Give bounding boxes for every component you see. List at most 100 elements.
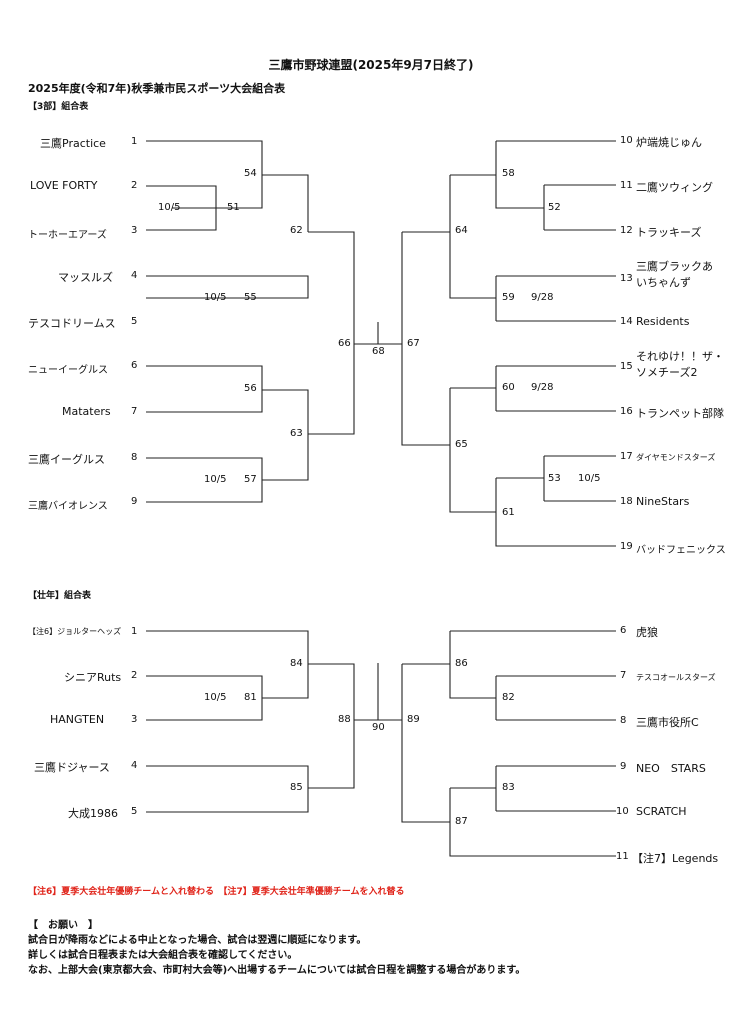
- final-match-number: 68: [372, 346, 385, 357]
- match-number: 59: [502, 292, 515, 303]
- match-number: 83: [502, 782, 515, 793]
- team-name: テスコオールスターズ: [636, 673, 716, 682]
- request-heading: 【 お願い 】: [28, 920, 98, 931]
- team-number: 8: [131, 452, 138, 463]
- team-number: 4: [131, 760, 138, 771]
- match-number: 85: [290, 782, 303, 793]
- team-name: 三鷹市役所C: [636, 716, 699, 729]
- page-title: 三鷹市野球連盟(2025年9月7日終了): [268, 58, 474, 72]
- team-name: Mataters: [62, 405, 111, 418]
- team-name: それゆけ！！ザ・ソメチーズ2: [636, 350, 724, 379]
- team-name: SCRATCH: [636, 805, 687, 818]
- team-number: 18: [620, 496, 633, 507]
- bracket-notes: 【注6】夏季大会壮年優勝チームと入れ替わる 【注7】夏季大会壮年準優勝チームを入…: [28, 887, 405, 897]
- team-name: トランペット部隊: [636, 407, 724, 420]
- team-number: 17: [620, 451, 633, 462]
- match-number: 61: [502, 507, 515, 518]
- match-number: 52: [548, 202, 561, 213]
- team-number: 2: [131, 180, 138, 191]
- division3-label: 【3部】組合表: [28, 102, 89, 112]
- team-name: LOVE FORTY: [30, 179, 98, 192]
- masters-label: 【壮年】組合表: [28, 591, 92, 601]
- match-number: 57: [244, 474, 257, 485]
- match-date: 10/5: [204, 292, 227, 303]
- team-name: ニューイーグルス: [28, 365, 108, 376]
- match-number: 88: [338, 714, 351, 725]
- request-line: 詳しくは試合日程表または大会組合表を確認してください。: [28, 950, 298, 961]
- team-number: 1: [131, 136, 138, 147]
- team-number: 10: [620, 135, 633, 146]
- match-date: 10/5: [204, 692, 227, 703]
- match-number: 54: [244, 168, 257, 179]
- team-name: 三鷹Practice: [40, 137, 106, 150]
- match-number: 58: [502, 168, 515, 179]
- team-name: NineStars: [636, 495, 690, 508]
- team-number: 6: [131, 360, 138, 371]
- team-name: ダイヤモンドスターズ: [636, 453, 716, 462]
- team-number: 5: [131, 316, 138, 327]
- team-name: 【注7】Legends: [632, 852, 719, 865]
- team-number: 9: [131, 496, 138, 507]
- team-number: 14: [620, 316, 633, 327]
- match-number: 81: [244, 692, 257, 703]
- team-number: 8: [620, 715, 627, 726]
- match-number: 56: [244, 383, 257, 394]
- team-number: 5: [131, 806, 138, 817]
- team-number: 19: [620, 541, 633, 552]
- team-name: テスコドリームス: [28, 317, 116, 330]
- match-number: 84: [290, 658, 303, 669]
- team-number: 4: [131, 270, 138, 281]
- match-number: 67: [407, 338, 420, 349]
- match-number: 82: [502, 692, 515, 703]
- team-number: 3: [131, 225, 138, 236]
- match-number: 60: [502, 382, 515, 393]
- team-number: 1: [131, 626, 138, 637]
- team-number: 15: [620, 361, 633, 372]
- match-number: 63: [290, 428, 303, 439]
- team-number: 6: [620, 625, 627, 636]
- team-number: 12: [620, 225, 633, 236]
- team-number: 16: [620, 406, 633, 417]
- team-number: 7: [131, 406, 138, 417]
- team-number: 10: [616, 806, 629, 817]
- team-number: 2: [131, 670, 138, 681]
- team-name: シニアRuts: [64, 671, 122, 684]
- team-name: 虎狼: [636, 626, 658, 639]
- match-number: 53: [548, 473, 561, 484]
- tournament-subtitle: 2025年度(令和7年)秋季兼市民スポーツ大会組合表: [28, 82, 286, 95]
- match-number: 55: [244, 292, 257, 303]
- match-number: 66: [338, 338, 351, 349]
- team-number: 3: [131, 714, 138, 725]
- final-match-number: 90: [372, 722, 385, 733]
- team-name: NEO STARS: [636, 762, 706, 775]
- team-number: 11: [620, 180, 633, 191]
- team-name: 三鷹イーグルス: [28, 453, 105, 466]
- team-name: トラッキーズ: [636, 226, 702, 239]
- match-number: 86: [455, 658, 468, 669]
- team-number: 11: [616, 851, 629, 862]
- match-number: 65: [455, 439, 468, 450]
- match-date: 10/5: [158, 202, 181, 213]
- team-name: 三鷹ドジャース: [34, 761, 110, 774]
- request-line: なお、上部大会(東京都大会、市町村大会等)へ出場するチームについては試合日程を調…: [28, 965, 526, 976]
- team-name: 三鷹バイオレンス: [28, 501, 108, 512]
- match-date: 9/28: [531, 382, 554, 393]
- match-number: 51: [227, 202, 240, 213]
- match-date: 10/5: [204, 474, 227, 485]
- team-name: 二鷹ツウィング: [636, 181, 713, 194]
- match-number: 64: [455, 225, 468, 236]
- team-name: 【注6】ジョルターヘッズ: [28, 627, 122, 636]
- request-line: 試合日が降雨などによる中止となった場合、試合は翌週に順延になります。: [28, 935, 367, 946]
- team-name: マッスルズ: [58, 271, 113, 284]
- match-number: 62: [290, 225, 303, 236]
- team-number: 13: [620, 273, 633, 284]
- team-name: Residents: [636, 315, 690, 328]
- team-name: 炉端焼じゅん: [636, 136, 702, 149]
- match-date: 9/28: [531, 292, 554, 303]
- match-date: 10/5: [578, 473, 601, 484]
- team-name: 三鷹ブラックあいちゃんず: [636, 260, 713, 289]
- match-number: 87: [455, 816, 468, 827]
- team-name: バッドフェニックス: [636, 545, 726, 556]
- team-number: 9: [620, 761, 627, 772]
